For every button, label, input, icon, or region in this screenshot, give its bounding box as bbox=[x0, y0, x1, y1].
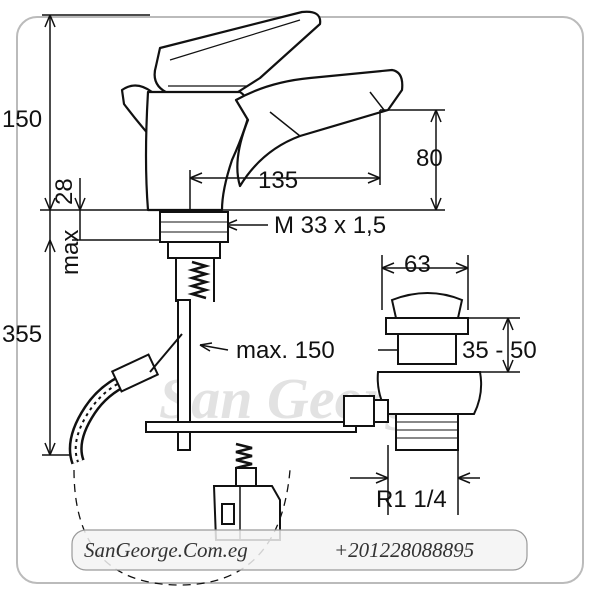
dim-height-total: 150 bbox=[2, 106, 42, 133]
footer-phone: +201228088895 bbox=[334, 538, 474, 562]
dim-waste-thread: R1 1/4 bbox=[376, 486, 447, 513]
dim-thread-spec: M 33 x 1,5 bbox=[274, 212, 386, 239]
dimension-lines bbox=[40, 14, 520, 515]
dim-pull-rod: max. 150 bbox=[236, 337, 335, 364]
dim-waste-width: 63 bbox=[404, 251, 431, 278]
footer-website: SanGeorge.Com.eg bbox=[84, 538, 248, 562]
under-deck-assembly bbox=[68, 211, 483, 541]
dim-base-height: 28 bbox=[51, 178, 78, 205]
dim-waste-range: 35 - 50 bbox=[462, 337, 537, 364]
dim-max-label: max bbox=[57, 230, 84, 275]
dim-spout-reach: 135 bbox=[258, 167, 298, 194]
dim-below-deck: 355 bbox=[2, 321, 42, 348]
faucet-body bbox=[120, 10, 404, 212]
footer-banner bbox=[71, 529, 528, 571]
dim-spout-height: 80 bbox=[416, 145, 443, 172]
